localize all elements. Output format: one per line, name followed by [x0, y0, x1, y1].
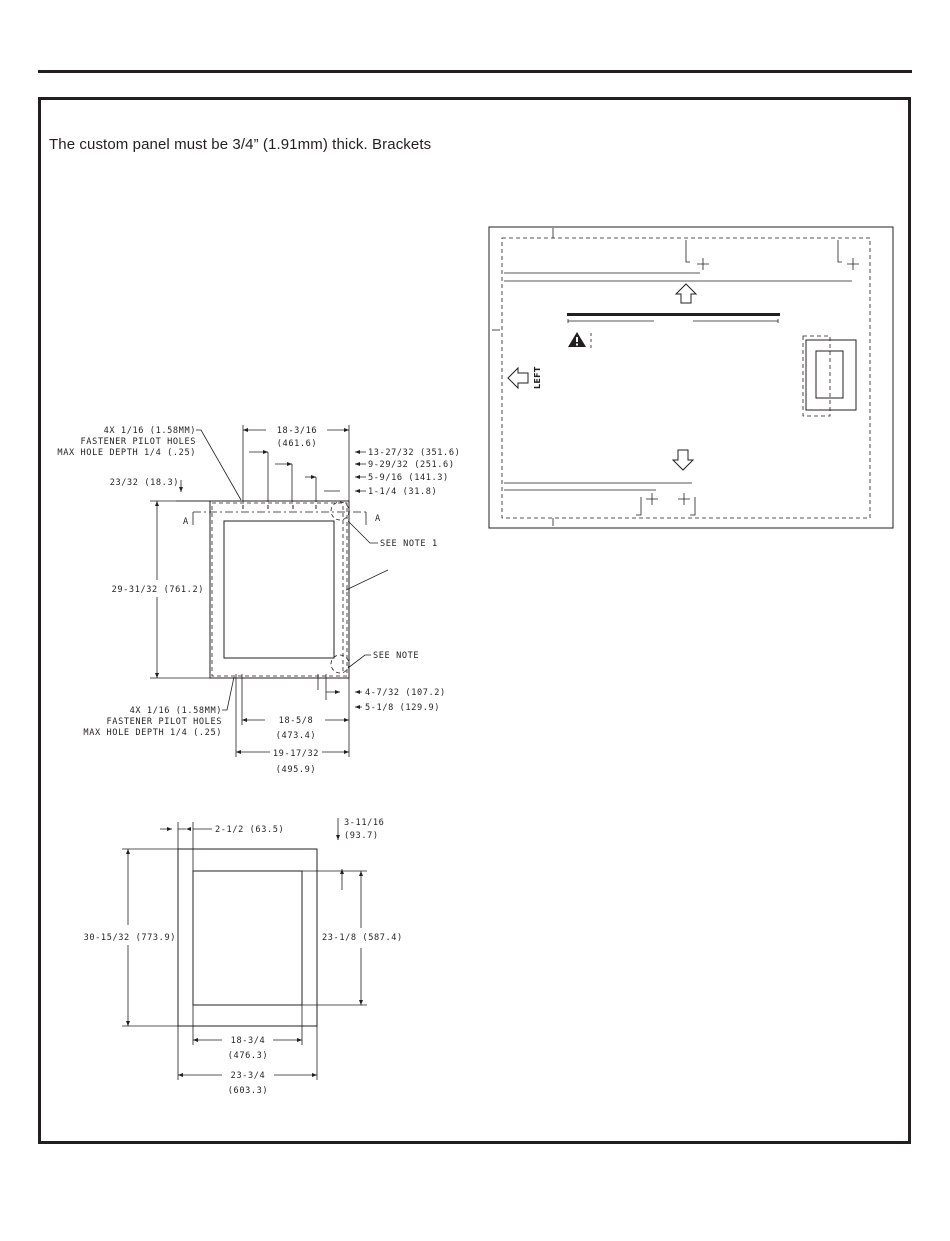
lower-holes-label-3: MAX HOLE DEPTH 1/4 (.25): [83, 728, 222, 738]
cutout-outer: [177, 848, 318, 1027]
inner-height-label: 23-1/8 (587.4): [322, 933, 403, 943]
width-outer-label: 19-17/32: [273, 749, 319, 759]
top-margin-label: 3-11/16: [344, 818, 384, 828]
crosshair-mark: [847, 258, 859, 270]
width-outer-mm-label: (495.9): [276, 765, 316, 775]
content-frame: [38, 97, 911, 1144]
right-dim-3: 5-9/16 (141.3): [368, 473, 449, 483]
height-label: 29-31/32 (761.2): [112, 585, 204, 595]
right-dim-1: 13-27/32 (351.6): [368, 448, 460, 458]
bottom-right-dim-1: 4-7/32 (107.2): [365, 688, 446, 698]
top-margin-mm-label: (93.7): [344, 831, 379, 841]
template-dashed-outline: [501, 237, 871, 519]
template-heavy-bar: [567, 313, 780, 316]
template-outer-border: [488, 226, 894, 529]
panel-outline: [209, 500, 350, 679]
inner-width-mm-label: (476.3): [228, 1051, 268, 1061]
see-note-label: SEE NOTE: [373, 651, 419, 661]
note-callout: [330, 654, 350, 674]
right-dim-2: 9-29/32 (251.6): [368, 460, 455, 470]
intro-text: The custom panel must be 3/4” (1.91mm) t…: [49, 136, 432, 153]
upper-holes-label-2: FASTENER PILOT HOLES: [81, 437, 196, 447]
down-arrow-icon: [671, 449, 695, 471]
crosshair-mark: [697, 258, 709, 270]
top-offset-label: 23/32 (18.3): [110, 478, 179, 488]
height-label: 30-15/32 (773.9): [84, 933, 176, 943]
width-top-label: 18-3/16: [277, 426, 317, 436]
width-mid-mm-label: (473.4): [276, 731, 316, 741]
outer-width-mm-label: (603.3): [228, 1086, 268, 1096]
template-diagram: LEFT: [488, 226, 894, 529]
left-margin-label: 2-1/2 (63.5): [215, 825, 284, 835]
top-rule: [38, 70, 912, 73]
section-a-left: A: [183, 517, 189, 527]
outer-width-label: 23-3/4: [231, 1071, 266, 1081]
upper-holes-label-3: MAX HOLE DEPTH 1/4 (.25): [57, 448, 196, 458]
crosshair-mark: [646, 493, 658, 505]
see-note-1-label: SEE NOTE 1: [380, 539, 438, 549]
width-top-mm-label: (461.6): [277, 439, 317, 449]
right-dim-4: 1-1/4 (31.8): [368, 487, 437, 497]
cutout-inner: [192, 870, 303, 1006]
cutout-diagram: 2-1/2 (63.5) 3-11/16 (93.7) 30-15/32 (77…: [84, 818, 403, 1096]
width-mid-label: 18-5/8: [279, 716, 314, 726]
lower-holes-label-1: 4X 1/16 (1.58MM): [130, 706, 222, 716]
left-arrow-icon: [507, 366, 529, 390]
bracket-symbol: [805, 339, 857, 411]
crosshair-mark: [678, 493, 690, 505]
inner-width-label: 18-3/4: [231, 1036, 266, 1046]
note-1-callout: [330, 501, 350, 521]
lower-holes-label-2: FASTENER PILOT HOLES: [107, 717, 222, 727]
upper-holes-label-1: 4X 1/16 (1.58MM): [104, 426, 196, 436]
panel-inner-recess: [223, 520, 335, 659]
section-a-right: A: [375, 514, 381, 524]
front-panel-diagram: 4X 1/16 (1.58MM) FASTENER PILOT HOLES MA…: [57, 425, 460, 775]
left-label: LEFT: [533, 366, 542, 389]
up-arrow-icon: [674, 283, 698, 304]
bottom-right-dim-2: 5-1/8 (129.9): [365, 703, 440, 713]
